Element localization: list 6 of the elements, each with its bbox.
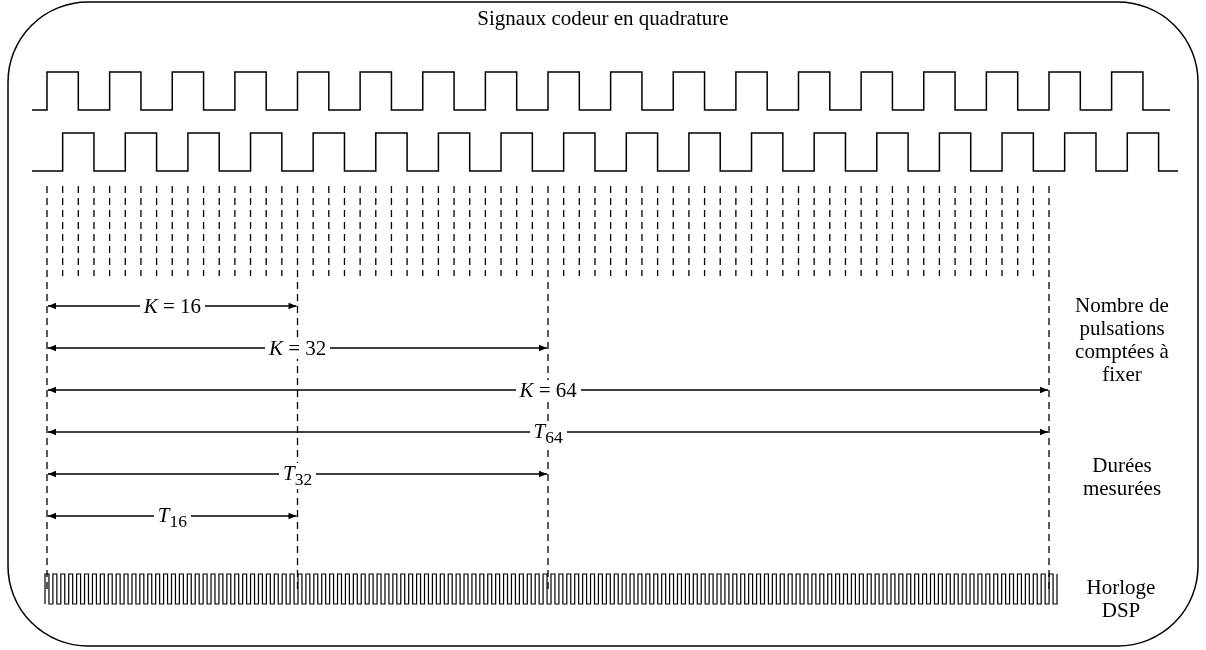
dimension-label: T$_{64}$ <box>529 421 567 447</box>
side-label: Nombre de pulsations comptées à fixer <box>1074 294 1170 387</box>
side-label: Durées mesurées <box>1081 454 1163 501</box>
side-label: Horloge DSP <box>1085 576 1157 623</box>
dimension-label: T$_{32}$ <box>279 463 317 489</box>
diagram-title: Signaux codeur en quadrature <box>476 6 730 31</box>
